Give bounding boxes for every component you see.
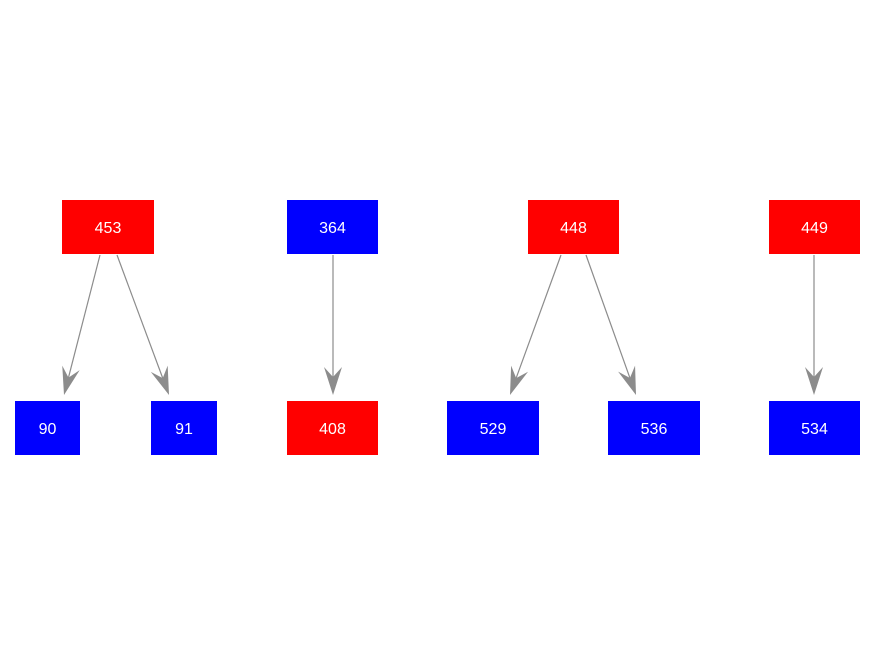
- node-364: 364: [287, 200, 378, 254]
- arrowhead-icon: [618, 365, 636, 395]
- arrowhead-icon: [805, 367, 823, 395]
- node-453: 453: [62, 200, 154, 254]
- node-box: [447, 401, 539, 455]
- edge-line: [585, 254, 631, 379]
- node-box: [528, 200, 619, 254]
- arrowhead-icon: [324, 367, 342, 395]
- edge-n364-n408: [324, 255, 342, 395]
- node-408: 408: [287, 401, 378, 455]
- arrowhead-icon: [510, 365, 529, 395]
- node-label: 91: [175, 421, 193, 438]
- node-box: [769, 401, 860, 455]
- node-90: 90: [15, 401, 80, 455]
- node-box: [769, 200, 860, 254]
- node-label: 448: [560, 220, 587, 237]
- edge-n448-n529: [510, 254, 562, 395]
- node-label: 536: [641, 421, 668, 438]
- node-box: [287, 200, 378, 254]
- node-box: [287, 401, 378, 455]
- node-label: 90: [39, 421, 57, 438]
- node-label: 534: [801, 421, 828, 438]
- node-529: 529: [447, 401, 539, 455]
- node-box: [151, 401, 217, 455]
- edges-layer: [62, 254, 823, 395]
- node-536: 536: [608, 401, 700, 455]
- arrowhead-icon: [62, 365, 80, 395]
- edge-n449-n534: [805, 255, 823, 395]
- node-label: 529: [480, 421, 507, 438]
- edge-line: [116, 254, 164, 379]
- edge-line: [67, 254, 101, 378]
- node-label: 449: [801, 220, 828, 237]
- node-449: 449: [769, 200, 860, 254]
- edge-n453-n90: [62, 254, 101, 395]
- node-448: 448: [528, 200, 619, 254]
- edge-line: [515, 254, 562, 379]
- node-label: 408: [319, 421, 346, 438]
- node-box: [15, 401, 80, 455]
- node-label: 453: [95, 220, 122, 237]
- node-534: 534: [769, 401, 860, 455]
- node-box: [62, 200, 154, 254]
- arrowhead-icon: [150, 365, 169, 395]
- node-box: [608, 401, 700, 455]
- node-label: 364: [319, 220, 346, 237]
- node-91: 91: [151, 401, 217, 455]
- edge-n453-n91: [116, 254, 169, 395]
- nodes-layer: 453 90 91 364 408 448 529 536 449 534: [15, 200, 860, 455]
- edge-n448-n536: [585, 254, 636, 395]
